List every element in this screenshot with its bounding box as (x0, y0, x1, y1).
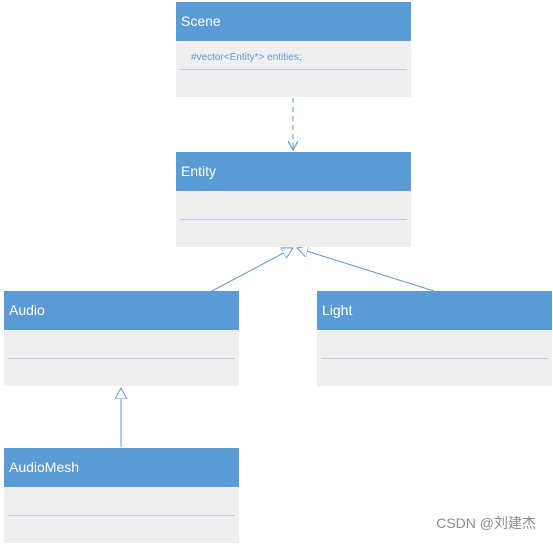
generalization-audio-entity (211, 248, 293, 292)
class-entity-attributes (180, 191, 407, 220)
class-audio-methods (4, 359, 239, 386)
class-audiomesh-attributes (8, 487, 235, 516)
class-audio: Audio (4, 291, 239, 386)
class-audio-attributes (8, 330, 235, 359)
class-light-name: Light (317, 291, 552, 330)
class-scene: Scene #vector<Entity*> entities; (176, 2, 411, 97)
watermark: CSDN @刘建杰 (436, 515, 536, 531)
class-audiomesh-methods (4, 516, 239, 543)
class-entity-methods (176, 220, 411, 247)
class-audio-name: Audio (4, 291, 239, 330)
class-light-methods (317, 359, 552, 386)
class-scene-attributes: #vector<Entity*> entities; (180, 41, 407, 70)
class-scene-name: Scene (176, 2, 411, 41)
class-light-attributes (321, 330, 548, 359)
class-entity-name: Entity (176, 152, 411, 191)
generalization-light-entity (297, 248, 435, 292)
class-entity: Entity (176, 152, 411, 247)
class-scene-methods (176, 70, 411, 97)
class-audiomesh-name: AudioMesh (4, 448, 239, 487)
class-audiomesh: AudioMesh (4, 448, 239, 543)
class-light: Light (317, 291, 552, 386)
